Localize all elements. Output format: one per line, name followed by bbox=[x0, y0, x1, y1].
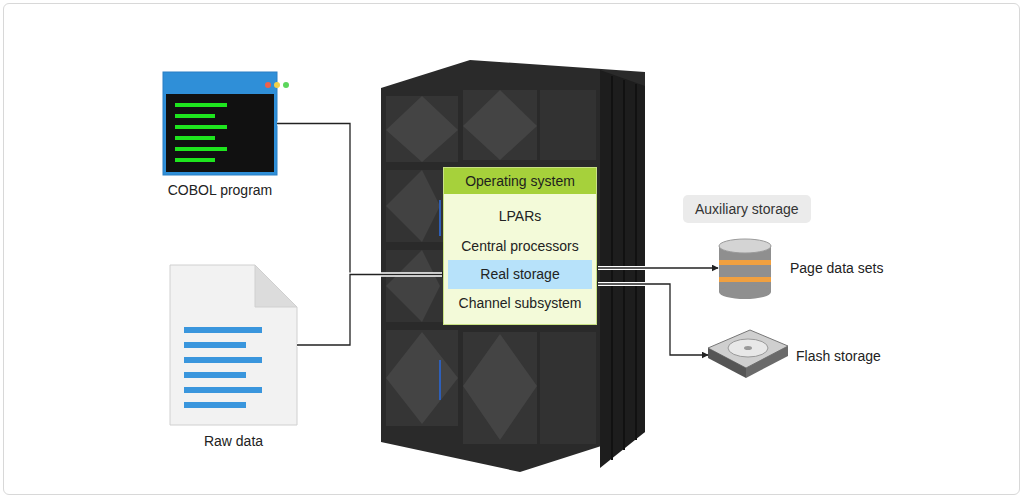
group-label-box: Auxiliary storage bbox=[683, 195, 811, 223]
panel-header: Operating system bbox=[444, 168, 596, 194]
connector-group bbox=[592, 284, 708, 355]
icon-label: Page data sets bbox=[790, 259, 883, 277]
drive-node: Flash storage bbox=[708, 330, 788, 380]
database-node: Page data sets bbox=[718, 238, 771, 298]
component-label: LPARs bbox=[444, 207, 596, 225]
os-panel: Operating systemLPARsCentral processorsC… bbox=[443, 167, 597, 325]
drive-icon bbox=[708, 330, 788, 378]
icon-label: COBOL program bbox=[168, 181, 273, 199]
component-label: Real storage bbox=[448, 265, 592, 283]
icon-label: Raw data bbox=[204, 432, 263, 450]
component-label: Channel subsystem bbox=[444, 294, 596, 312]
connector-halo bbox=[277, 124, 448, 275]
connector-halo bbox=[592, 284, 708, 355]
connector-halo bbox=[592, 266, 718, 270]
connector-group bbox=[297, 275, 448, 346]
connector-group bbox=[277, 124, 448, 275]
document-icon bbox=[170, 265, 297, 425]
connector-arrow bbox=[592, 284, 708, 355]
icon-label: Flash storage bbox=[796, 347, 881, 365]
database-icon bbox=[719, 239, 771, 299]
program-window-icon bbox=[163, 72, 289, 175]
connector-arrow bbox=[277, 124, 448, 275]
program-icon-node: COBOL program bbox=[163, 72, 277, 175]
component-label: Central processors bbox=[444, 237, 596, 255]
data-icon-node: Raw data bbox=[170, 265, 297, 425]
connector-halo bbox=[297, 275, 448, 346]
group-label: Auxiliary storage bbox=[695, 200, 799, 218]
connector-group bbox=[592, 268, 718, 269]
connector-arrow bbox=[297, 275, 448, 346]
storage-box: Real storage bbox=[448, 260, 592, 289]
connector-arrow bbox=[592, 267, 718, 268]
